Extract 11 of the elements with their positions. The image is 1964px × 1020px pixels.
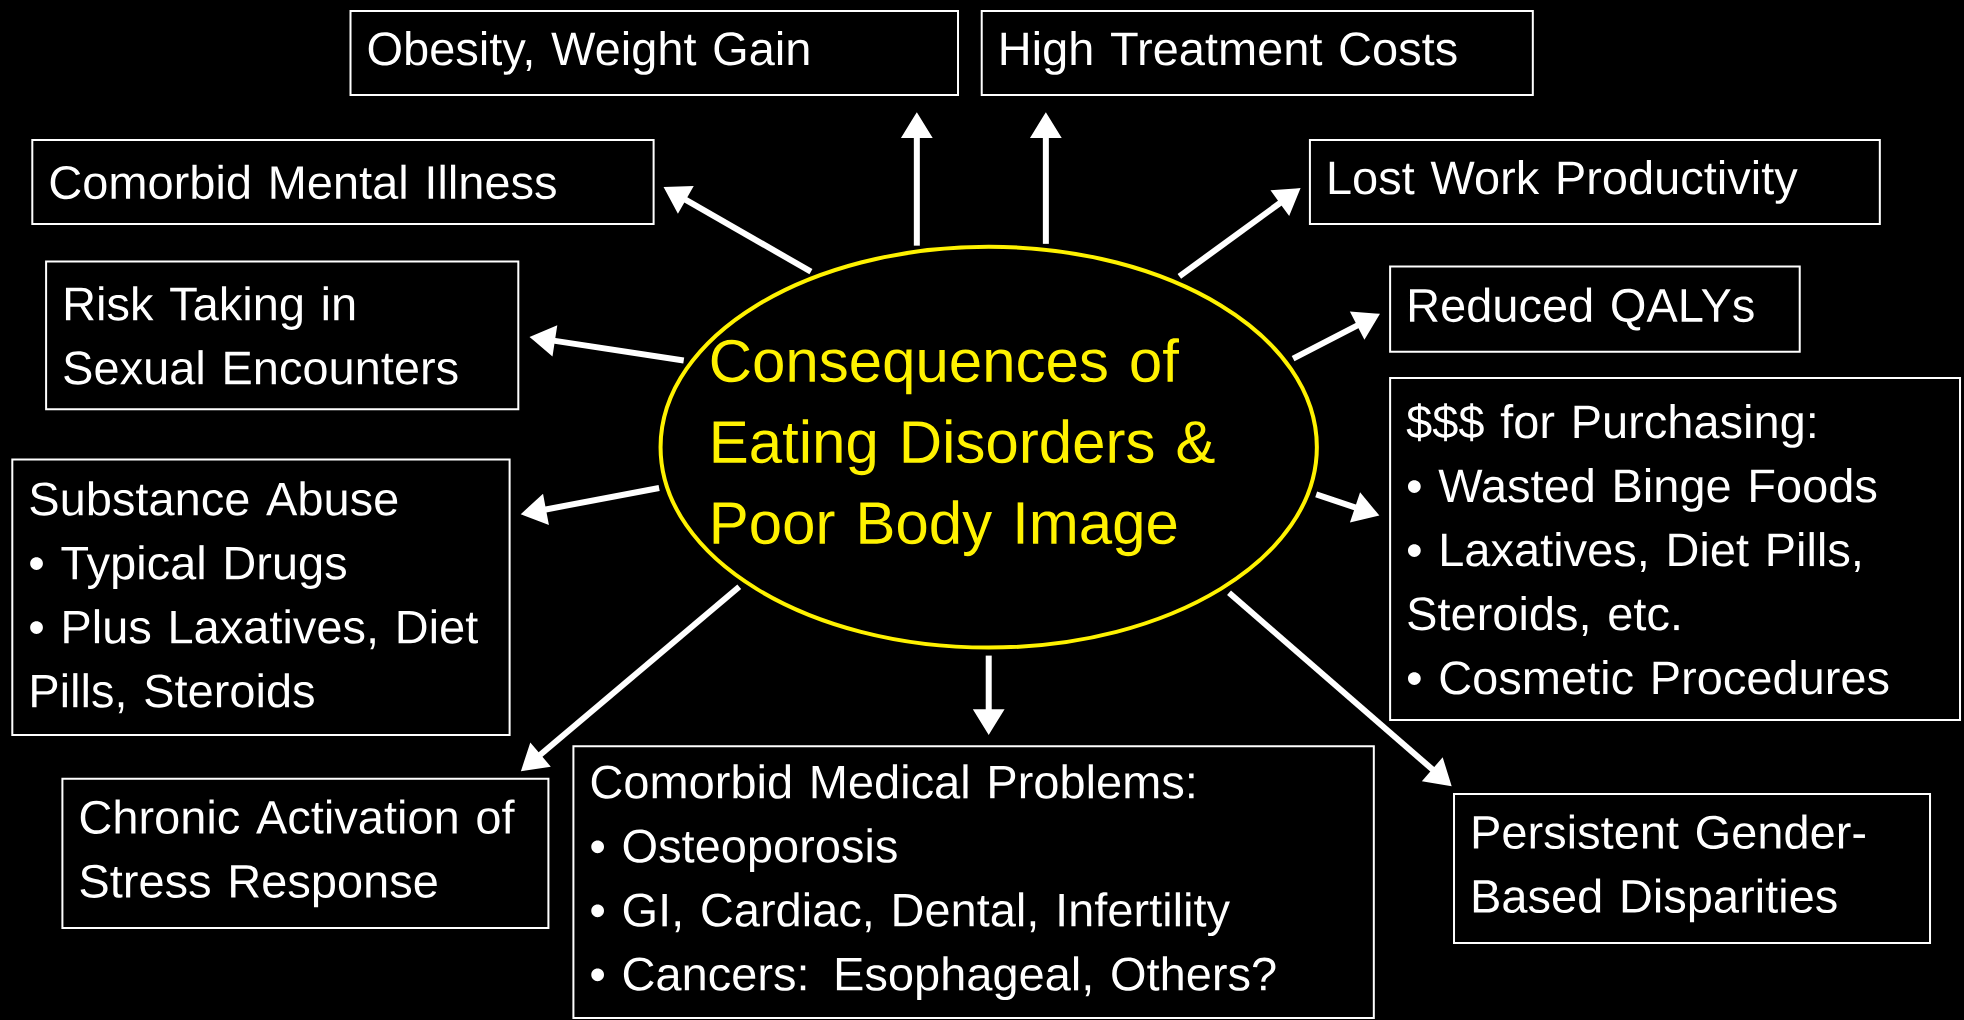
text-box: Lost Work Productivity: [1308, 139, 1881, 225]
text-box: $$$ for Purchasing: • Wasted Binge Foods • Laxatives, Diet Pills, Steroids, etc. • Cosmetic Procedures: [1389, 377, 1962, 721]
text-box: Risk Taking in Sexual Encounters: [45, 260, 520, 411]
text-box: Comorbid Mental Illness: [31, 139, 655, 225]
text-box: High Treatment Costs: [980, 10, 1534, 96]
text-box: Reduced QALYs: [1389, 265, 1801, 353]
text-box: Persistent Gender-Based Disparities: [1453, 792, 1931, 944]
text-box: Chronic Activation of Stress Response: [61, 777, 550, 929]
text-box: Obesity, Weight Gain: [349, 10, 959, 96]
text-box: Substance Abuse • Typical Drugs • Plus Laxatives, Diet Pills, Steroids: [11, 458, 511, 736]
text-box: Comorbid Medical Problems: • Osteoporosis • GI, Cardiac, Dental, Infertility • Cancers: Esophageal, Others?: [572, 745, 1375, 1020]
